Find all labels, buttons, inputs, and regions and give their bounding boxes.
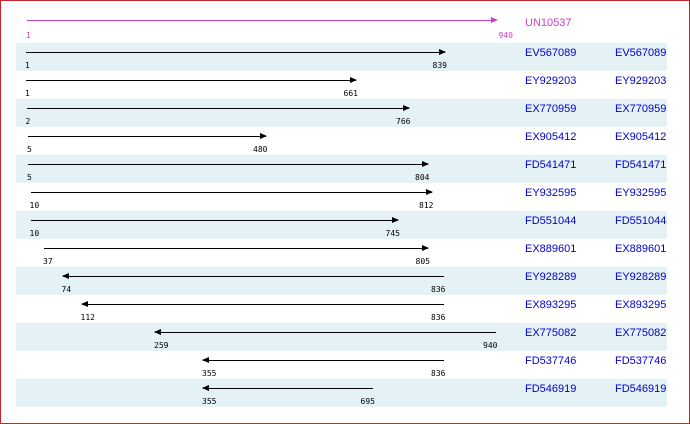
- reference-track: 1 940 UN10537: [1, 1, 690, 41]
- alignment-end: 805: [415, 257, 430, 266]
- accession-link-secondary[interactable]: EY928289: [615, 271, 667, 283]
- alignment-start: 355: [202, 397, 217, 406]
- arrow-left-icon: [202, 357, 209, 363]
- accession-link-secondary[interactable]: EX889601: [615, 243, 667, 255]
- alignment-bar: [155, 332, 496, 333]
- alignment-start: 10: [29, 229, 40, 238]
- alignment-end: 836: [431, 313, 446, 322]
- alignment-end: 480: [253, 145, 268, 154]
- alignment-bar: [44, 248, 428, 249]
- accession-link[interactable]: EX893295: [525, 299, 577, 311]
- accession-link[interactable]: EY932595: [525, 187, 577, 199]
- alignment-bar: [30, 220, 398, 221]
- alignment-bar: [203, 360, 444, 361]
- reference-end: 940: [498, 31, 513, 40]
- accession-link-secondary[interactable]: FD537746: [615, 355, 667, 367]
- accession-link[interactable]: FD541471: [525, 159, 577, 171]
- alignment-end: 695: [360, 397, 375, 406]
- alignment-end: 839: [432, 61, 447, 70]
- alignment-start: 1: [25, 89, 30, 98]
- accession-link[interactable]: EY928289: [525, 271, 577, 283]
- alignment-row: 10 812 EY932595 EY932595: [16, 183, 667, 211]
- arrow-right-icon: [402, 105, 410, 111]
- alignment-bar: [26, 80, 356, 81]
- accession-link-secondary[interactable]: EY929203: [615, 75, 667, 87]
- alignment-row: 5 480 EX905412 EX905412: [16, 127, 667, 155]
- accession-link[interactable]: FD546919: [525, 383, 577, 395]
- accession-link[interactable]: EX889601: [525, 243, 577, 255]
- alignment-end: 661: [343, 89, 358, 98]
- alignment-end: 804: [415, 173, 430, 182]
- arrow-left-icon: [61, 273, 69, 279]
- alignment-bar: [30, 192, 432, 193]
- arrow-right-icon: [259, 133, 267, 139]
- alignment-row: 1 839 EV567089 EV567089: [16, 43, 667, 71]
- alignment-bar: [26, 108, 409, 109]
- arrow-right-icon: [392, 217, 399, 223]
- alignment-end: 940: [483, 341, 498, 350]
- accession-link-secondary[interactable]: FD546919: [615, 383, 667, 395]
- accession-link-secondary[interactable]: FD541471: [615, 159, 667, 171]
- alignment-row: 1 661 EY929203 EY929203: [16, 71, 667, 99]
- arrow-left-icon: [80, 301, 88, 307]
- accession-link-secondary[interactable]: EX775082: [615, 327, 667, 339]
- accession-link-secondary[interactable]: FD551044: [615, 215, 667, 227]
- accession-link-secondary[interactable]: EX893295: [615, 299, 667, 311]
- arrow-right-icon: [421, 161, 429, 167]
- arrow-left-icon: [154, 329, 161, 335]
- accession-link-secondary[interactable]: EX905412: [615, 131, 667, 143]
- alignment-bar: [28, 136, 266, 137]
- alignment-row: 5 804 FD541471 FD541471: [16, 155, 667, 183]
- alignment-end: 836: [431, 285, 446, 294]
- alignment-start: 10: [29, 201, 40, 210]
- accession-link-secondary[interactable]: EX770959: [615, 103, 667, 115]
- accession-link-secondary[interactable]: EY932595: [615, 187, 667, 199]
- reference-id-link[interactable]: UN10537: [525, 17, 572, 29]
- alignment-bar: [26, 52, 445, 53]
- arrow-right-icon: [422, 245, 429, 251]
- arrow-right-icon: [439, 49, 446, 55]
- alignment-start: 74: [61, 285, 72, 294]
- alignment-end: 745: [385, 229, 400, 238]
- alignment-start: 1: [25, 61, 30, 70]
- alignment-row: 74 836 EY928289 EY928289: [16, 267, 667, 295]
- accession-link[interactable]: EX770959: [525, 103, 577, 115]
- alignment-row: 37 805 EX889601 EX889601: [16, 239, 667, 267]
- alignment-start: 112: [80, 313, 95, 322]
- arrow-right-icon: [350, 77, 357, 83]
- alignment-row: 2 766 EX770959 EX770959: [16, 99, 667, 127]
- alignment-start: 5: [27, 145, 32, 154]
- alignment-row: 355 836 FD537746 FD537746: [16, 351, 667, 379]
- alignment-row: 10 745 FD551044 FD551044: [16, 211, 667, 239]
- arrow-right-icon: [425, 189, 433, 195]
- alignment-bar: [81, 304, 444, 305]
- accession-link[interactable]: EY929203: [525, 75, 577, 87]
- accession-link[interactable]: FD551044: [525, 215, 577, 227]
- alignment-start: 2: [25, 117, 31, 126]
- accession-link[interactable]: EX905412: [525, 131, 577, 143]
- reference-start: 1: [26, 31, 31, 40]
- reference-arrow-icon: [491, 17, 498, 23]
- accession-link[interactable]: EX775082: [525, 327, 577, 339]
- alignment-row: 259 940 EX775082 EX775082: [16, 323, 667, 351]
- alignment-start: 259: [154, 341, 169, 350]
- reference-bar: [27, 20, 492, 21]
- alignment-end: 766: [396, 117, 411, 126]
- arrow-left-icon: [202, 385, 209, 391]
- alignment-row: 112 836 EX893295 EX893295: [16, 295, 667, 323]
- alignment-end: 812: [419, 201, 434, 210]
- alignment-row: 355 695 FD546919 FD546919: [16, 379, 667, 407]
- alignment-end: 836: [431, 369, 446, 378]
- alignment-start: 37: [43, 257, 53, 266]
- accession-link[interactable]: FD537746: [525, 355, 577, 367]
- alignment-start: 355: [202, 369, 217, 378]
- alignment-bar: [62, 276, 444, 277]
- alignment-start: 5: [27, 173, 32, 182]
- accession-link-secondary[interactable]: EV567089: [615, 47, 667, 59]
- alignment-bar: [28, 164, 428, 165]
- alignment-bar: [203, 388, 373, 389]
- accession-link[interactable]: EV567089: [525, 47, 577, 59]
